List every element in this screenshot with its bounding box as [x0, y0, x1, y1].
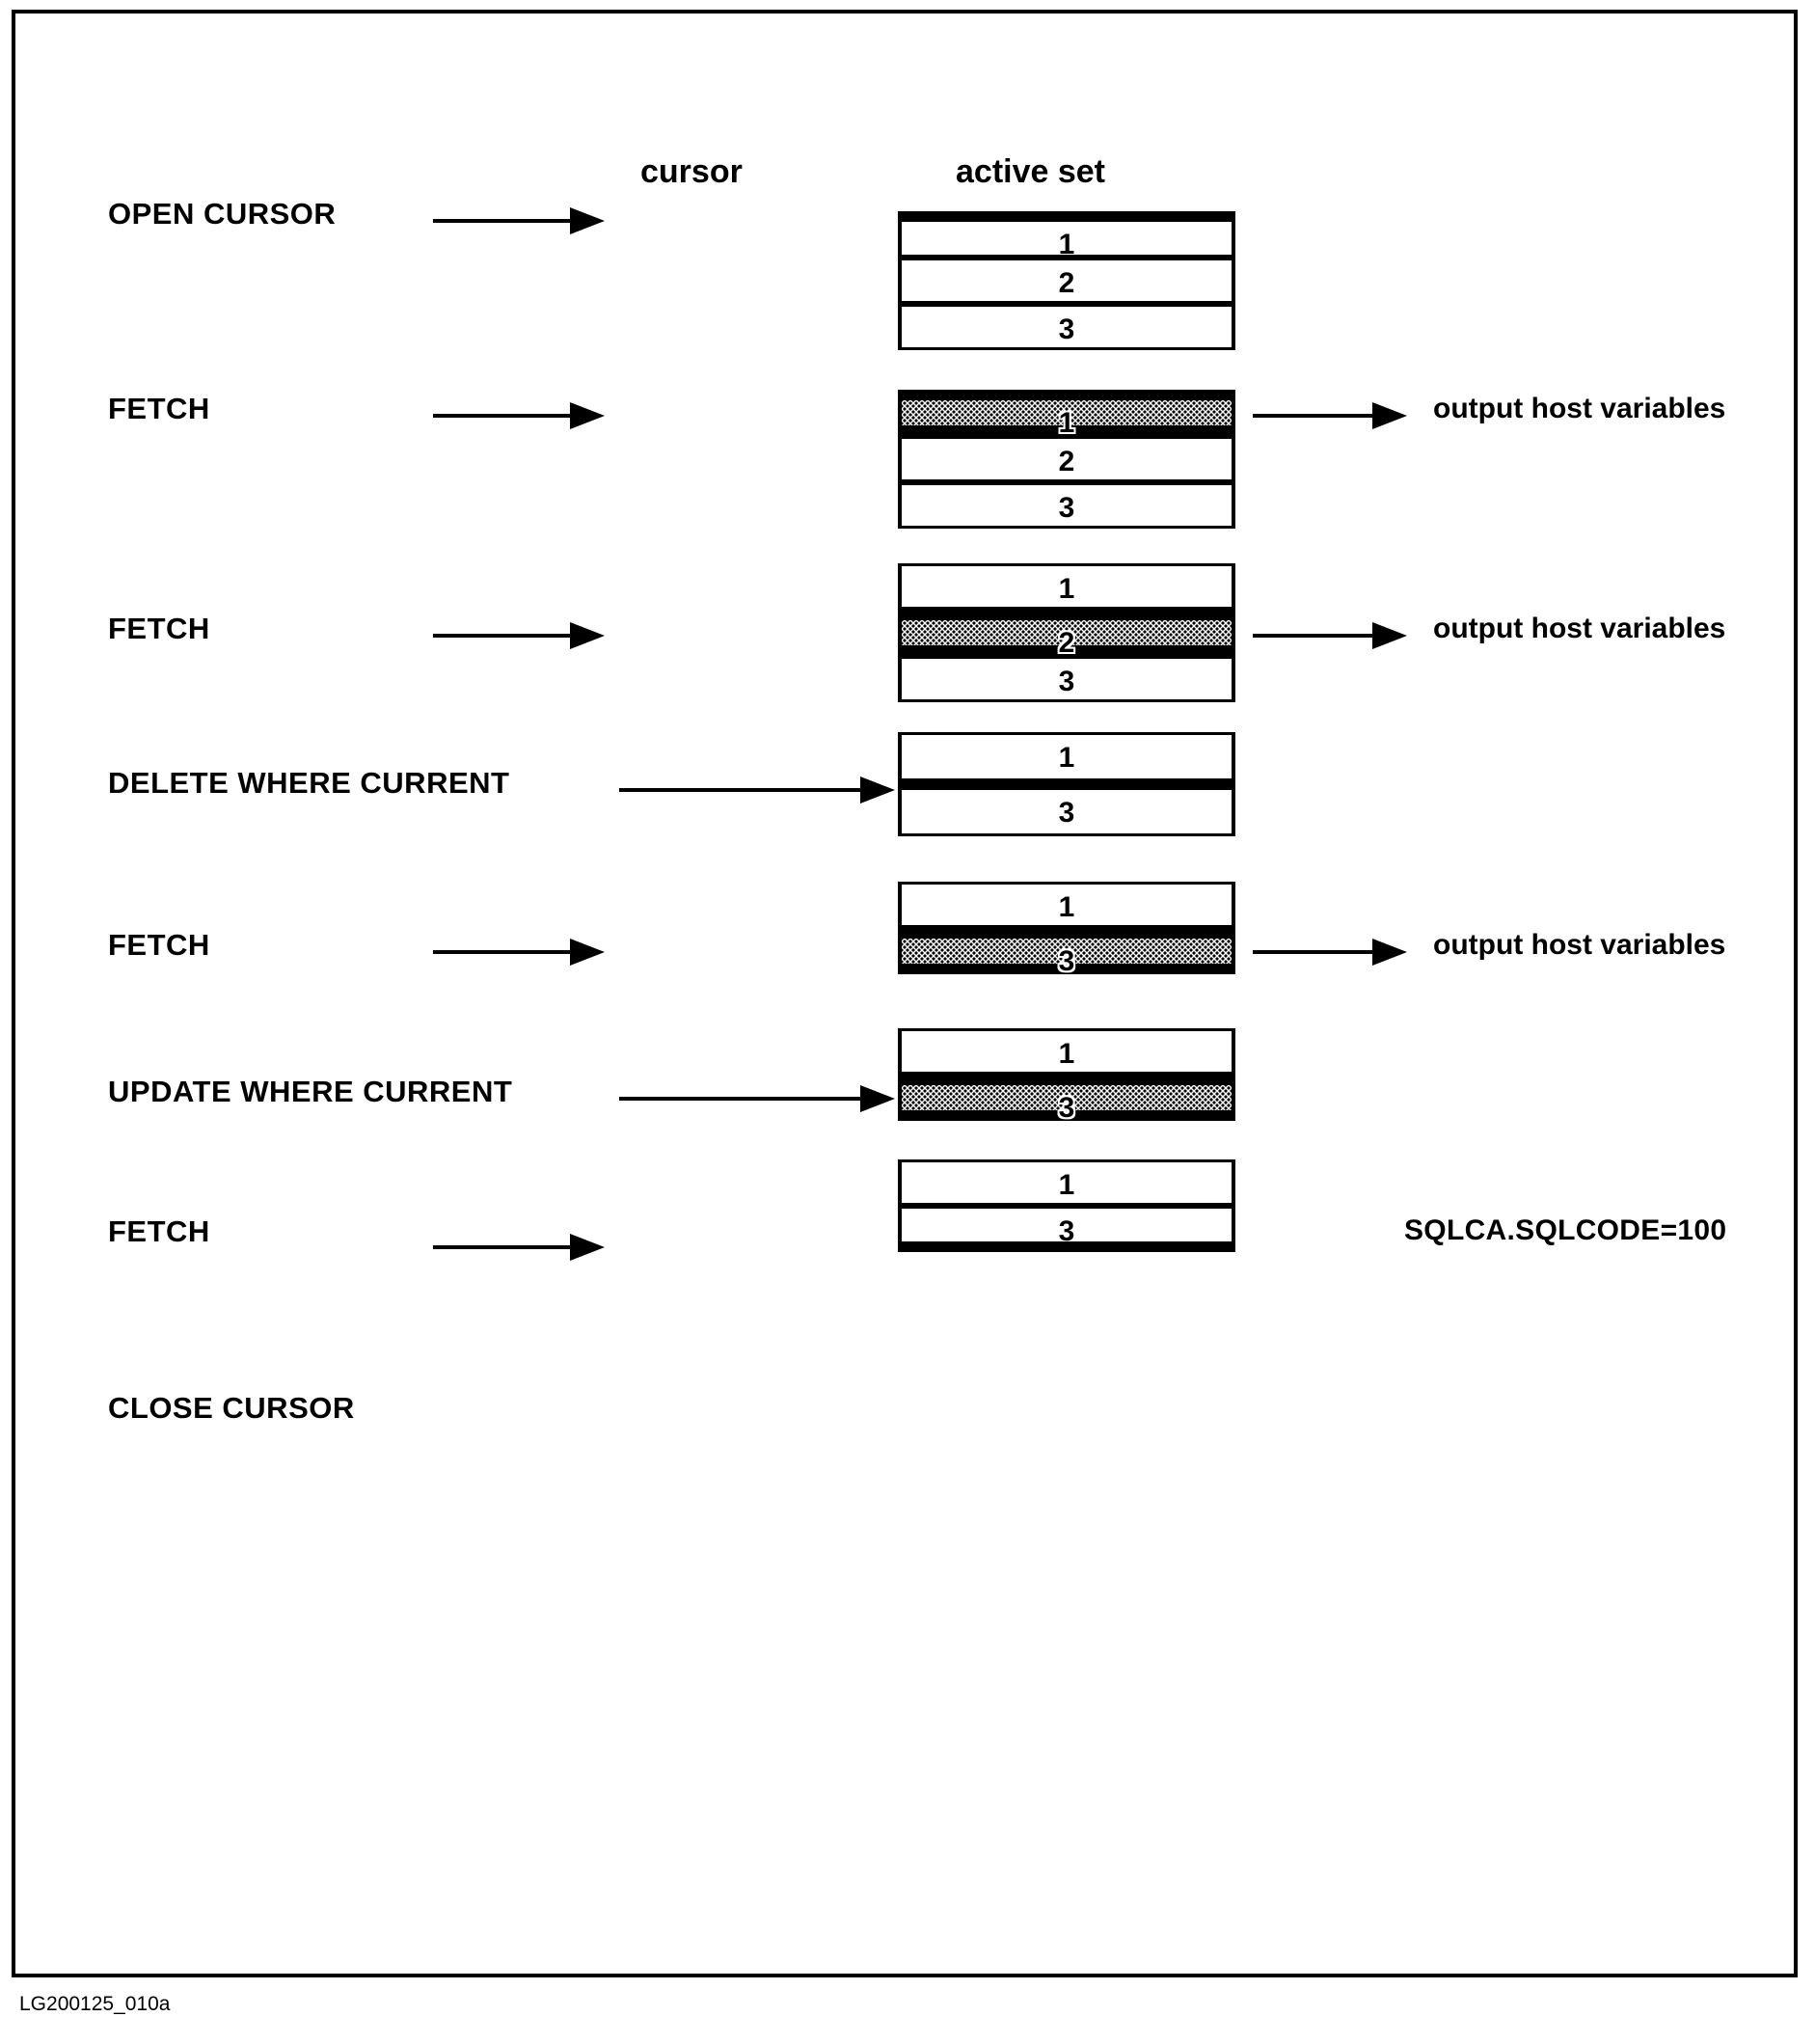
statement-label-fetch-1: FETCH: [108, 392, 210, 425]
statement-label-fetch-3: FETCH: [108, 928, 210, 962]
table-row: 3: [902, 790, 1232, 836]
active-set-table-fetch-3: 1 3: [898, 882, 1235, 977]
column-header-cursor: cursor: [640, 153, 743, 190]
statement-label-fetch-2: FETCH: [108, 612, 210, 645]
table-row: 1: [902, 1028, 1232, 1075]
statement-label-update-where-current: UPDATE WHERE CURRENT: [108, 1075, 513, 1108]
statement-label-open-cursor: OPEN CURSOR: [108, 197, 337, 231]
active-set-table-fetch-2: 1 2 3: [898, 563, 1235, 702]
table-row-current: 3: [902, 928, 1232, 977]
row-value: 1: [1058, 1169, 1075, 1201]
active-set-table-delete: 1 3: [898, 732, 1235, 836]
table-row: 1: [902, 1159, 1232, 1206]
table-row: 3: [902, 656, 1232, 702]
output-host-variables-label-1: output host variables: [1433, 393, 1726, 424]
row-value: 1: [1058, 891, 1075, 923]
figure-caption: LG200125_010a: [19, 1993, 171, 2015]
row-value: 2: [1058, 446, 1075, 477]
table-row: 3: [902, 304, 1232, 350]
table-row: 3: [902, 1206, 1232, 1252]
row-value: 3: [1058, 797, 1075, 829]
statement-label-fetch-4: FETCH: [108, 1214, 210, 1248]
active-set-table-update: 1 3: [898, 1028, 1235, 1124]
table-row: 2: [902, 436, 1232, 482]
table-row: 1: [902, 732, 1232, 778]
figure-frame: cursor active set OPEN CURSOR 1 2 3 FETC…: [12, 10, 1798, 1977]
active-set-table-fetch-4: 1 3: [898, 1159, 1235, 1252]
table-row: 1: [902, 211, 1232, 260]
row-value: 3: [1058, 1215, 1075, 1247]
row-value: 1: [1058, 742, 1075, 774]
row-value: 3: [1058, 666, 1075, 697]
row-value: 2: [1058, 627, 1075, 659]
row-value: 3: [1058, 313, 1075, 345]
row-value: 3: [1058, 492, 1075, 524]
active-set-table-open: 1 2 3: [898, 211, 1235, 350]
cursor-position-bar: [902, 778, 1232, 790]
sqlcode-label: SQLCA.SQLCODE=100: [1404, 1214, 1727, 1246]
statement-label-delete-where-current: DELETE WHERE CURRENT: [108, 766, 510, 800]
row-value: 3: [1058, 945, 1075, 977]
row-value: 1: [1058, 1038, 1075, 1070]
table-row: 1: [902, 563, 1232, 610]
table-row-current: 1: [902, 390, 1232, 439]
active-set-table-fetch-1: 1 2 3: [898, 390, 1235, 529]
column-header-active-set: active set: [956, 153, 1105, 190]
table-row: 3: [902, 482, 1232, 529]
row-value: 1: [1058, 407, 1075, 439]
row-value: 3: [1058, 1092, 1075, 1124]
table-row: 2: [902, 258, 1232, 304]
output-host-variables-label-2: output host variables: [1433, 613, 1726, 644]
output-host-variables-label-3: output host variables: [1433, 929, 1726, 961]
table-row: 1: [902, 882, 1232, 928]
row-value: 1: [1058, 573, 1075, 605]
table-row-current: 3: [902, 1075, 1232, 1124]
row-value: 1: [1058, 229, 1075, 260]
table-row-current: 2: [902, 610, 1232, 659]
row-value: 2: [1058, 267, 1075, 299]
statement-label-close-cursor: CLOSE CURSOR: [108, 1391, 355, 1425]
